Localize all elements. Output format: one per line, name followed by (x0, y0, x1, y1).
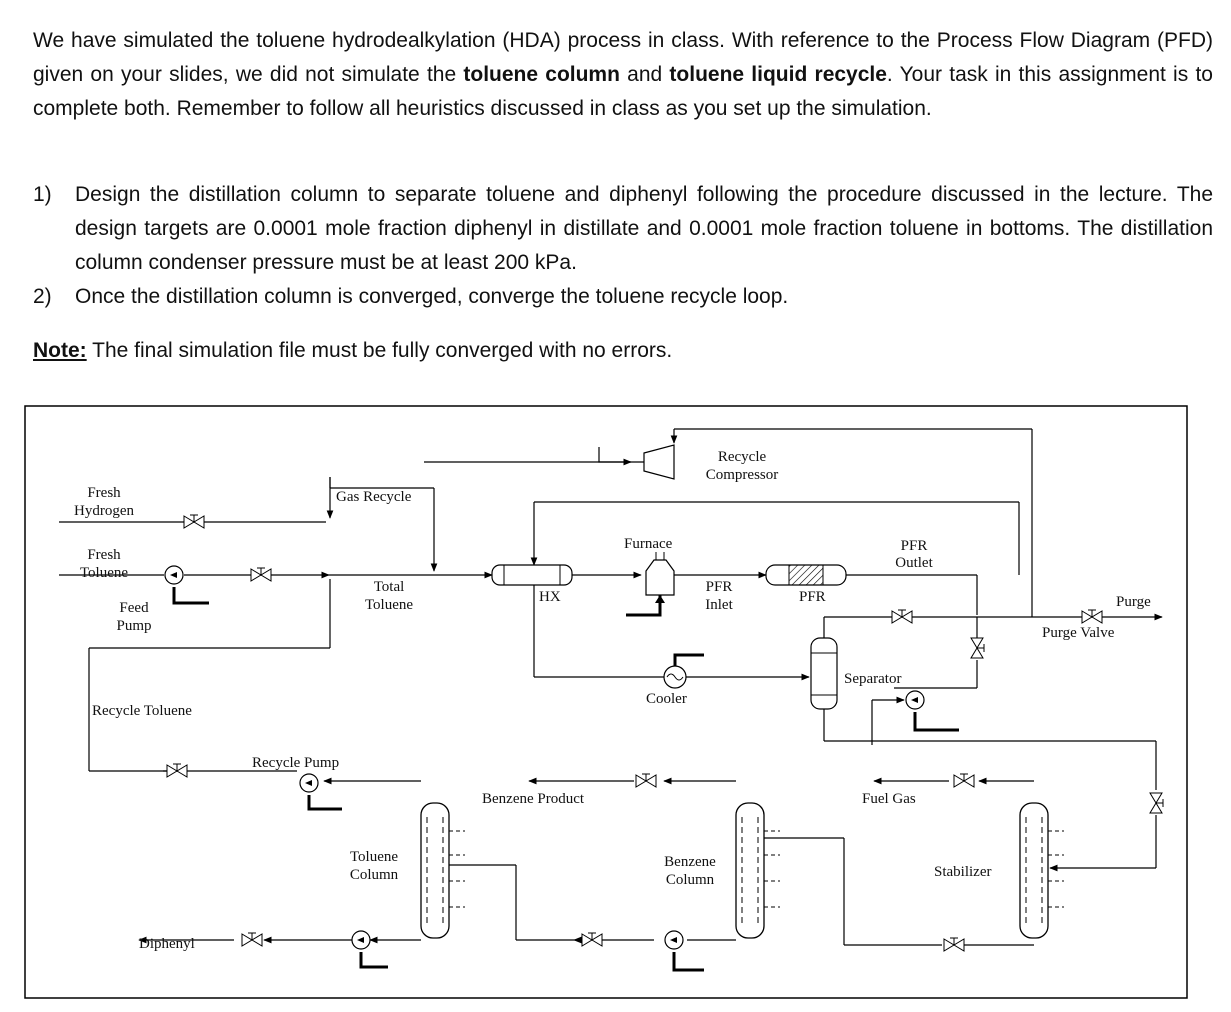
cooler-icon (663, 653, 704, 689)
note-text: The final simulation file must be fully … (86, 339, 673, 362)
pfr-reactor-icon (765, 564, 847, 586)
note-line: Note: The final simulation file must be … (33, 334, 1213, 368)
recycle-compressor-icon (643, 444, 675, 480)
separator-pump-icon (905, 690, 925, 710)
intro-bold-toluene-recycle: toluene liquid recycle (669, 63, 887, 86)
task-item-1: 1) Design the distillation column to sep… (33, 178, 1213, 280)
process-streams (59, 428, 1163, 946)
label-purge: Purge (1116, 594, 1151, 610)
label-furnace: Furnace (624, 536, 673, 552)
intro-paragraph: We have simulated the toluene hydrodealk… (33, 24, 1213, 126)
label-cooler: Cooler (646, 691, 687, 707)
task-text: Once the distillation column is converge… (75, 285, 789, 308)
benzene-column-pump-icon (664, 930, 684, 950)
label-benzene-product: Benzene Product (482, 791, 585, 807)
task-list: 1) Design the distillation column to sep… (33, 178, 1213, 314)
feed-pump-icon (164, 565, 184, 585)
intro-bold-toluene-column: toluene column (463, 63, 620, 86)
label-purge-valve: Purge Valve (1042, 625, 1115, 641)
intro-text-3: . Your task in this assignment is to com… (33, 63, 1213, 120)
heat-exchanger-icon (491, 564, 573, 586)
label-hx: HX (539, 589, 561, 605)
task-item-2: 2) Once the distillation column is conve… (33, 280, 1213, 314)
furnace-icon (626, 552, 675, 617)
label-separator: Separator (844, 671, 901, 687)
label-recycle-pump: Recycle Pump (252, 755, 339, 771)
label-recycle-toluene: Recycle Toluene (92, 703, 192, 719)
intro-text-2: and (619, 63, 670, 86)
label-stabilizer: Stabilizer (934, 864, 991, 880)
diagram-frame (24, 405, 1188, 999)
recycle-pump-icon (299, 773, 319, 793)
toluene-column-pump-icon (351, 930, 371, 950)
task-number: 1) (33, 183, 52, 206)
label-fuel-gas: Fuel Gas (862, 791, 916, 807)
task-number: 2) (33, 285, 52, 308)
separator-drum-icon (810, 637, 838, 710)
task-text: Design the distillation column to separa… (75, 183, 1213, 274)
label-diphenyl: Diphenyl (139, 936, 195, 952)
note-label: Note: (33, 339, 87, 362)
label-pfr: PFR (799, 589, 826, 605)
intro-text-1: We have simulated the toluene hydrodealk… (33, 29, 1213, 86)
label-gas-recycle: Gas Recycle (336, 489, 412, 505)
